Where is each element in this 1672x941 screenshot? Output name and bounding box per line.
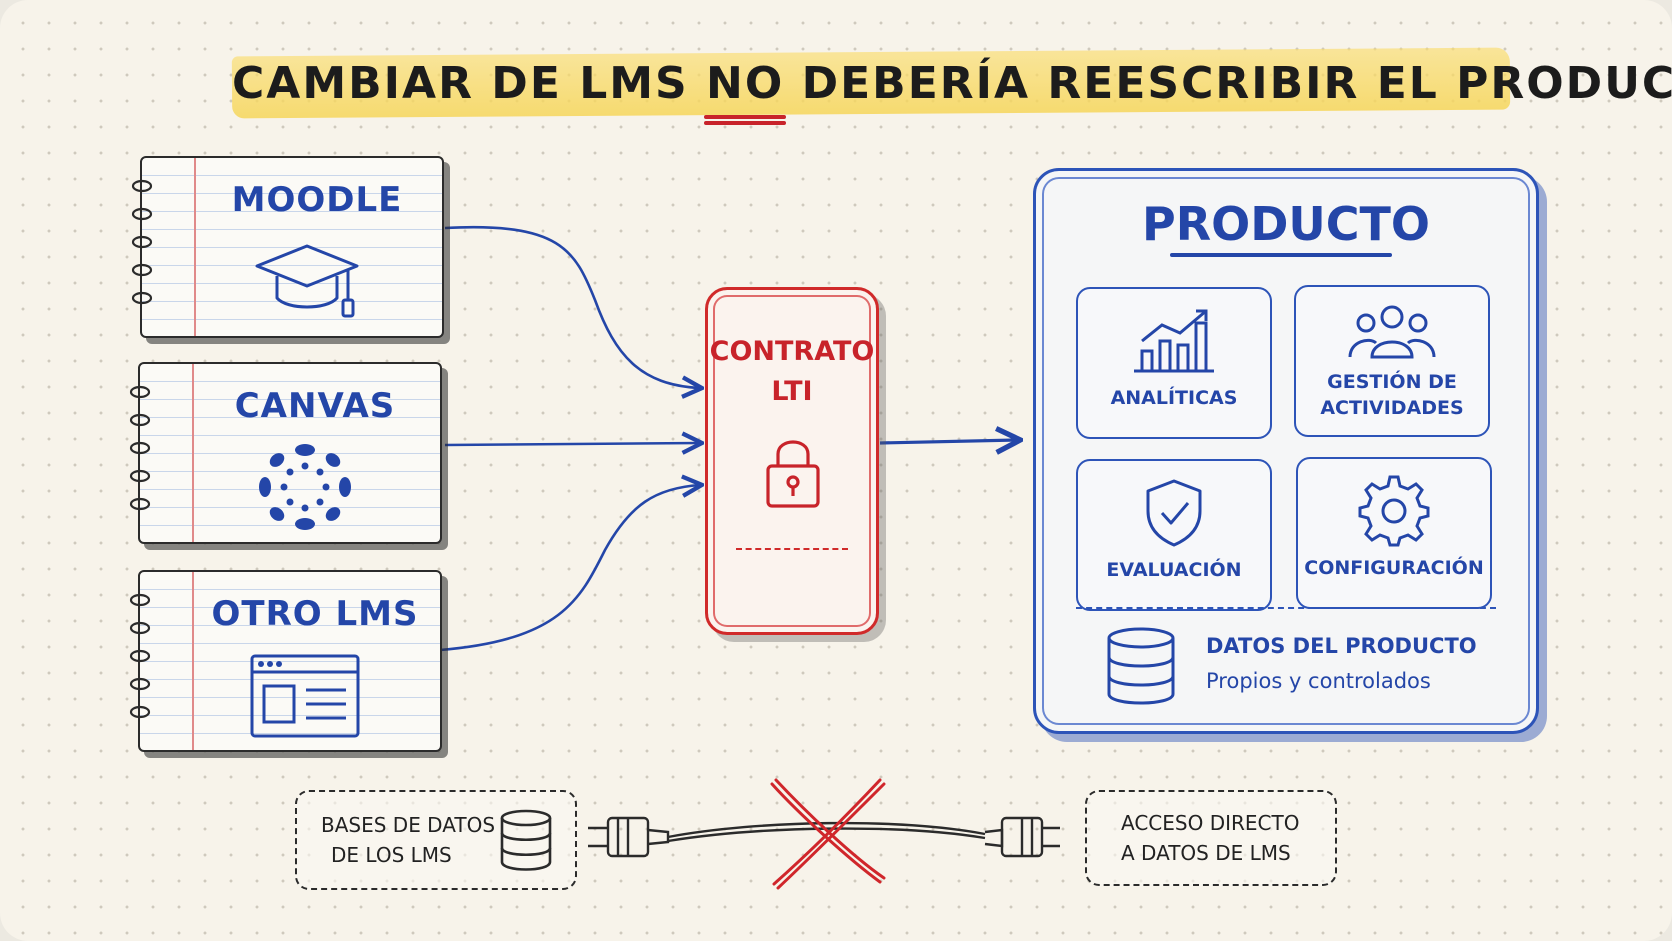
browser-window-icon xyxy=(250,654,360,738)
module-gestion-actividades: GESTIÓN DE ACTIVIDADES xyxy=(1294,285,1490,437)
red-x-icon xyxy=(770,778,886,890)
direct-access-line2: A DATOS DE LMS xyxy=(1121,841,1291,865)
canvas-logo-icon xyxy=(259,444,351,530)
database-icon xyxy=(1107,627,1175,705)
title-banner: CAMBIAR DE LMS NO DEBERÍA REESCRIBIR EL … xyxy=(231,40,1672,126)
product-title-underline xyxy=(1170,253,1392,257)
lms-databases-label: BASES DE DATOS DE LOS LMS xyxy=(321,810,495,870)
contract-divider xyxy=(736,548,848,550)
lms-databases-line2: DE LOS LMS xyxy=(331,843,452,867)
product-data-title: DATOS DEL PRODUCTO xyxy=(1206,634,1477,658)
bar-chart-icon xyxy=(1134,309,1214,373)
arrow-otro-to-contract xyxy=(439,485,700,652)
gear-icon xyxy=(1358,475,1430,547)
direct-access-box: ACCESO DIRECTO A DATOS DE LMS xyxy=(1085,790,1337,886)
module-label-line1: GESTIÓN DE xyxy=(1327,371,1457,393)
page-title: CAMBIAR DE LMS NO DEBERÍA REESCRIBIR EL … xyxy=(232,58,1672,119)
title-before: CAMBIAR DE LMS xyxy=(232,58,689,109)
people-group-icon xyxy=(1348,305,1436,359)
module-analiticas: ANALÍTICAS xyxy=(1076,287,1272,439)
contract-line2: LTI xyxy=(771,376,813,407)
lti-contract: CONTRATO LTI xyxy=(705,287,879,635)
product-divider xyxy=(1076,607,1496,609)
lms-databases-line1: BASES DE DATOS xyxy=(321,813,496,837)
product-panel: PRODUCTO ANALÍTICAS xyxy=(1033,168,1539,734)
source-label: CANVAS xyxy=(234,386,396,426)
module-label-line2: ACTIVIDADES xyxy=(1320,397,1464,419)
spiral-rings xyxy=(129,385,151,511)
source-otro-lms: OTRO LMS xyxy=(129,570,442,752)
lms-databases-box: BASES DE DATOS DE LOS LMS xyxy=(295,790,577,890)
contract-title: CONTRATO LTI xyxy=(708,332,876,412)
source-label: MOODLE xyxy=(231,180,403,220)
product-title: PRODUCTO xyxy=(1141,197,1431,251)
source-moodle: MOODLE xyxy=(131,156,444,338)
module-label: ANALÍTICAS xyxy=(1110,387,1238,409)
module-label: GESTIÓN DE ACTIVIDADES xyxy=(1296,369,1488,421)
graduation-cap-icon xyxy=(255,244,359,318)
padlock-icon xyxy=(766,440,820,508)
direct-access-line1: ACCESO DIRECTO xyxy=(1121,811,1300,835)
spiral-rings xyxy=(129,593,151,719)
module-evaluacion: EVALUACIÓN xyxy=(1076,459,1272,611)
source-canvas: CANVAS xyxy=(129,362,442,544)
module-label: CONFIGURACIÓN xyxy=(1304,557,1484,579)
title-emphasis: NO xyxy=(704,58,787,119)
spiral-rings xyxy=(131,179,153,305)
database-icon xyxy=(500,809,552,871)
source-label: OTRO LMS xyxy=(211,594,419,634)
contract-line1: CONTRATO xyxy=(709,336,875,367)
arrow-moodle-to-contract xyxy=(444,225,700,388)
shield-check-icon xyxy=(1146,479,1202,547)
product-data-subtitle: Propios y controlados xyxy=(1206,669,1431,693)
direct-access-label: ACCESO DIRECTO A DATOS DE LMS xyxy=(1121,808,1299,868)
module-label: EVALUACIÓN xyxy=(1106,559,1242,581)
arrow-contract-to-product xyxy=(879,440,1018,443)
title-after: DEBERÍA REESCRIBIR EL PRODUCTO xyxy=(801,58,1672,109)
arrow-canvas-to-contract xyxy=(444,443,700,445)
